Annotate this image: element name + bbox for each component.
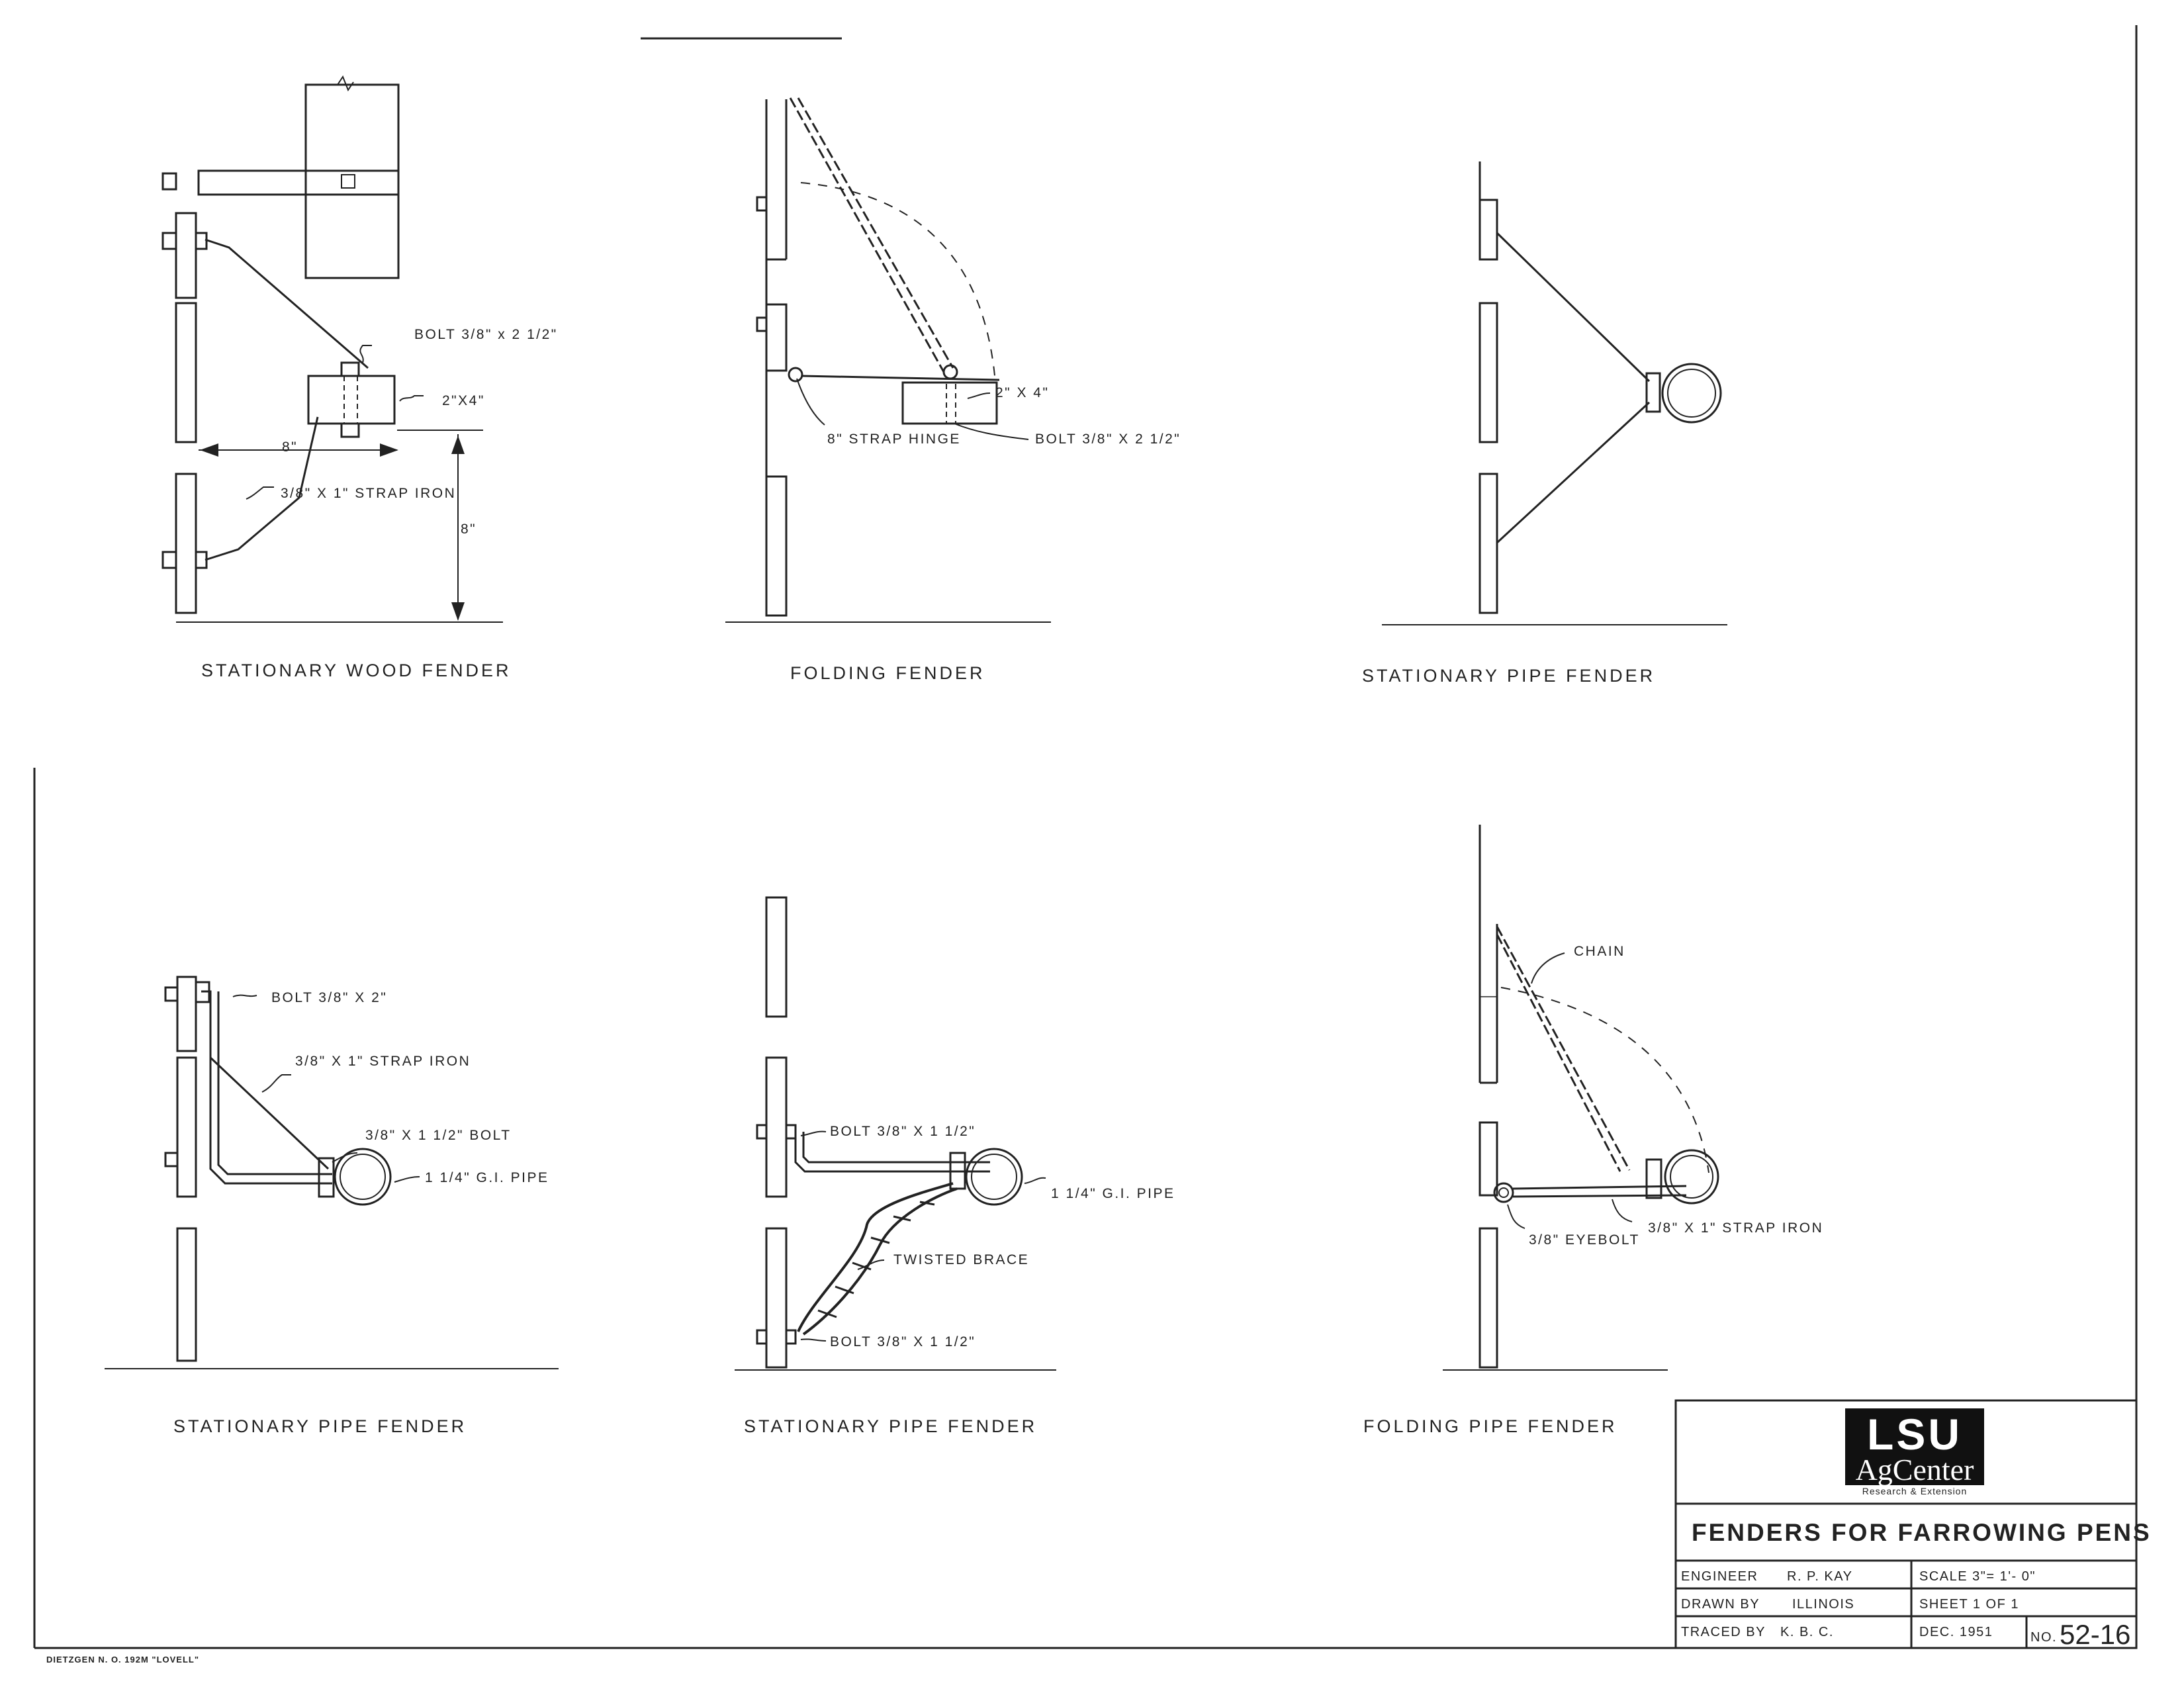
folding-fender-caption: FOLDING FENDER [790, 663, 985, 683]
pipe-fender-b-bolt-top-label: BOLT 3/8" X 1 1/2" [830, 1124, 976, 1139]
folding-pipe-fender-labels: CHAIN 3/8" EYEBOLT 3/8" X 1" STRAP IRON … [1363, 944, 1823, 1436]
stationary-pipe-fender-a-labels: BOLT 3/8" X 2" 3/8" X 1" STRAP IRON 3/8"… [173, 990, 549, 1436]
folding-pipe-fender-caption: FOLDING PIPE FENDER [1363, 1416, 1617, 1436]
logo-lsu-text: LSU [1867, 1410, 1962, 1459]
pipe-fender-b-bolt-bottom-label: BOLT 3/8" X 1 1/2" [830, 1334, 976, 1349]
scale-value: SCALE 3"= 1'- 0" [1919, 1569, 2036, 1584]
folding-fender [725, 97, 1051, 623]
engineer-value: R. P. KAY [1787, 1569, 1852, 1584]
pipe-fender-top-caption: STATIONARY PIPE FENDER [1362, 666, 1655, 686]
logo-tagline-text: Research & Extension [1862, 1486, 1968, 1496]
folding-fender-hinge-label: 8" STRAP HINGE [827, 432, 961, 447]
stationary-wood-fender [161, 75, 503, 623]
stationary-pipe-fender-a [105, 976, 559, 1369]
drawn-by-value: ILLINOIS [1792, 1597, 1854, 1612]
drawn-by-label: DRAWN BY [1681, 1597, 1760, 1612]
wood-fender-width-label: 8" [282, 439, 298, 455]
title-block [1674, 1399, 2138, 1649]
title-block-text: FENDERS FOR FARROWING PENS ENGINEER R. P… [1681, 1519, 2152, 1650]
stationary-pipe-fender-b [735, 896, 1056, 1371]
drawing-title: FENDERS FOR FARROWING PENS [1692, 1519, 2152, 1546]
traced-by-value: K. B. C. [1780, 1625, 1834, 1639]
wood-fender-bolt-label: BOLT 3/8" x 2 1/2" [414, 327, 558, 342]
sheet-border [33, 25, 2138, 1649]
number-label: NO. [2030, 1630, 2057, 1645]
folding-pipe-chain-label: CHAIN [1574, 944, 1625, 959]
pipe-fender-a-bolt-pipe-label: 3/8" X 1 1/2" BOLT [365, 1128, 512, 1143]
pipe-fender-b-brace-label: TWISTED BRACE [893, 1252, 1029, 1267]
pipe-fender-b-caption: STATIONARY PIPE FENDER [744, 1416, 1037, 1436]
folding-pipe-fender [1443, 825, 1719, 1371]
pipe-fender-a-pipe-label: 1 1/4" G.I. PIPE [425, 1170, 549, 1185]
folding-fender-bolt-label: BOLT 3/8" X 2 1/2" [1035, 432, 1181, 447]
pipe-fender-b-pipe-label: 1 1/4" G.I. PIPE [1051, 1186, 1175, 1201]
folding-pipe-strap-label: 3/8" X 1" STRAP IRON [1648, 1220, 1823, 1236]
wood-fender-height-label: 8" [461, 522, 477, 537]
folding-fender-labels: 2" X 4" 8" STRAP HINGE BOLT 3/8" X 2 1/2… [790, 385, 1181, 683]
traced-by-label: TRACED BY [1681, 1625, 1766, 1639]
wood-fender-block-label: 2"X4" [442, 393, 485, 408]
date-value: DEC. 1951 [1919, 1625, 1993, 1639]
wood-fender-caption: STATIONARY WOOD FENDER [201, 661, 512, 680]
stationary-wood-fender-labels: BOLT 3/8" x 2 1/2" 2"X4" 8" 3/8" X 1" ST… [201, 327, 558, 680]
stationary-pipe-fender-b-labels: BOLT 3/8" X 1 1/2" 1 1/4" G.I. PIPE TWIS… [744, 1124, 1175, 1436]
paper-maker-note: DIETZGEN N. O. 192M "LOVELL" [46, 1655, 199, 1665]
folding-pipe-eyebolt-label: 3/8" EYEBOLT [1529, 1232, 1640, 1248]
pipe-fender-a-caption: STATIONARY PIPE FENDER [173, 1416, 467, 1436]
folding-fender-block-label: 2" X 4" [995, 385, 1049, 400]
logo-agcenter-text: AgCenter [1856, 1453, 1974, 1486]
pipe-fender-a-strap-label: 3/8" X 1" STRAP IRON [295, 1054, 471, 1069]
stationary-pipe-fender-top [1382, 161, 1727, 625]
stationary-pipe-fender-top-labels: STATIONARY PIPE FENDER [1362, 666, 1655, 686]
engineer-label: ENGINEER [1681, 1569, 1758, 1584]
sheet-value: SHEET 1 OF 1 [1919, 1597, 2019, 1612]
lsu-agcenter-logo: LSU AgCenter Research & Extension [1845, 1408, 1984, 1496]
pipe-fender-a-bolt-top-label: BOLT 3/8" X 2" [271, 990, 387, 1005]
wood-fender-strap-label: 3/8" X 1" STRAP IRON [281, 486, 456, 501]
drawing-number: 52-16 [2060, 1619, 2130, 1650]
